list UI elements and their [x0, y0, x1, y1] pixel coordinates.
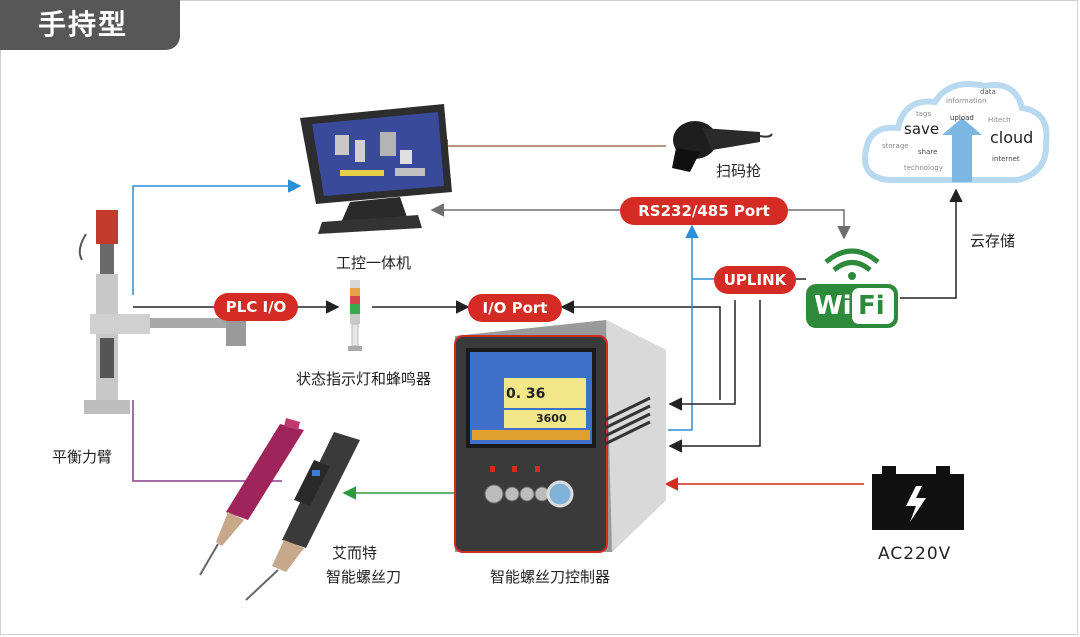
screwdriver-label-line2: 智能螺丝刀	[326, 568, 402, 586]
cloud-word-share: share	[918, 148, 938, 156]
cloud-word-save: save	[904, 120, 940, 138]
wifi-fi-text: Fi	[858, 291, 885, 321]
cloud-word-storage: storage	[882, 142, 909, 150]
controller-screen-value-1: 0. 36	[506, 386, 546, 402]
tower-light-label: 状态指示灯和蜂鸣器	[296, 370, 432, 388]
controller-to-io-line	[560, 300, 721, 400]
balance-arm-label: 平衡力臂	[52, 448, 113, 466]
power-label: AC220V	[878, 544, 952, 564]
title-tab: 手持型	[0, 0, 180, 50]
rs232-port-pill: RS232/485 Port	[620, 197, 788, 225]
cloud-word-data: data	[980, 88, 996, 96]
uplink-pill: UPLINK	[714, 266, 796, 294]
wifi-logo	[806, 248, 898, 328]
screwdriver-label-line1: 艾而特	[332, 544, 378, 562]
rs232-to-wifi-line	[788, 209, 851, 240]
cloud-word-information: information	[946, 97, 987, 105]
wifi-to-cloud-line	[900, 188, 963, 299]
controller-illustration	[454, 320, 666, 553]
controller-label: 智能螺丝刀控制器	[490, 568, 611, 586]
cloud-word-tags: tags	[916, 110, 932, 118]
io-port-pill: I/O Port	[468, 294, 562, 322]
cloud-storage-label: 云存储	[970, 232, 1016, 250]
cloud-word-upload: upload	[950, 114, 974, 122]
cloud-word-cloud: cloud	[990, 128, 1034, 147]
scanner-label: 扫码抢	[716, 162, 762, 180]
wifi-to-controller-line-2	[668, 300, 761, 453]
arm-to-monitor-line	[132, 179, 302, 295]
controller-to-rs232-line	[668, 224, 699, 431]
cloud-word-internet: internet	[992, 155, 1020, 163]
balance-arm-illustration	[78, 210, 246, 414]
controller-screen-value-2: 3600	[536, 412, 567, 425]
plc-io-pill: PLC I/O	[214, 293, 298, 321]
monitor-label: 工控一体机	[336, 254, 412, 272]
screwdriver-illustration	[199, 418, 360, 601]
wifi-wi-text: Wi	[814, 291, 852, 321]
cloud-illustration	[862, 81, 1050, 183]
battery-illustration	[872, 466, 964, 530]
cloud-word-technology: technology	[904, 164, 943, 172]
monitor-illustration	[300, 104, 452, 234]
cloud-word-hitech: Hitech	[988, 116, 1011, 124]
tower-light-illustration	[348, 280, 362, 351]
arm-to-screwdriver-line	[132, 400, 282, 482]
wifi-to-controller-line-1	[668, 300, 736, 411]
scanner-illustration	[672, 121, 773, 172]
